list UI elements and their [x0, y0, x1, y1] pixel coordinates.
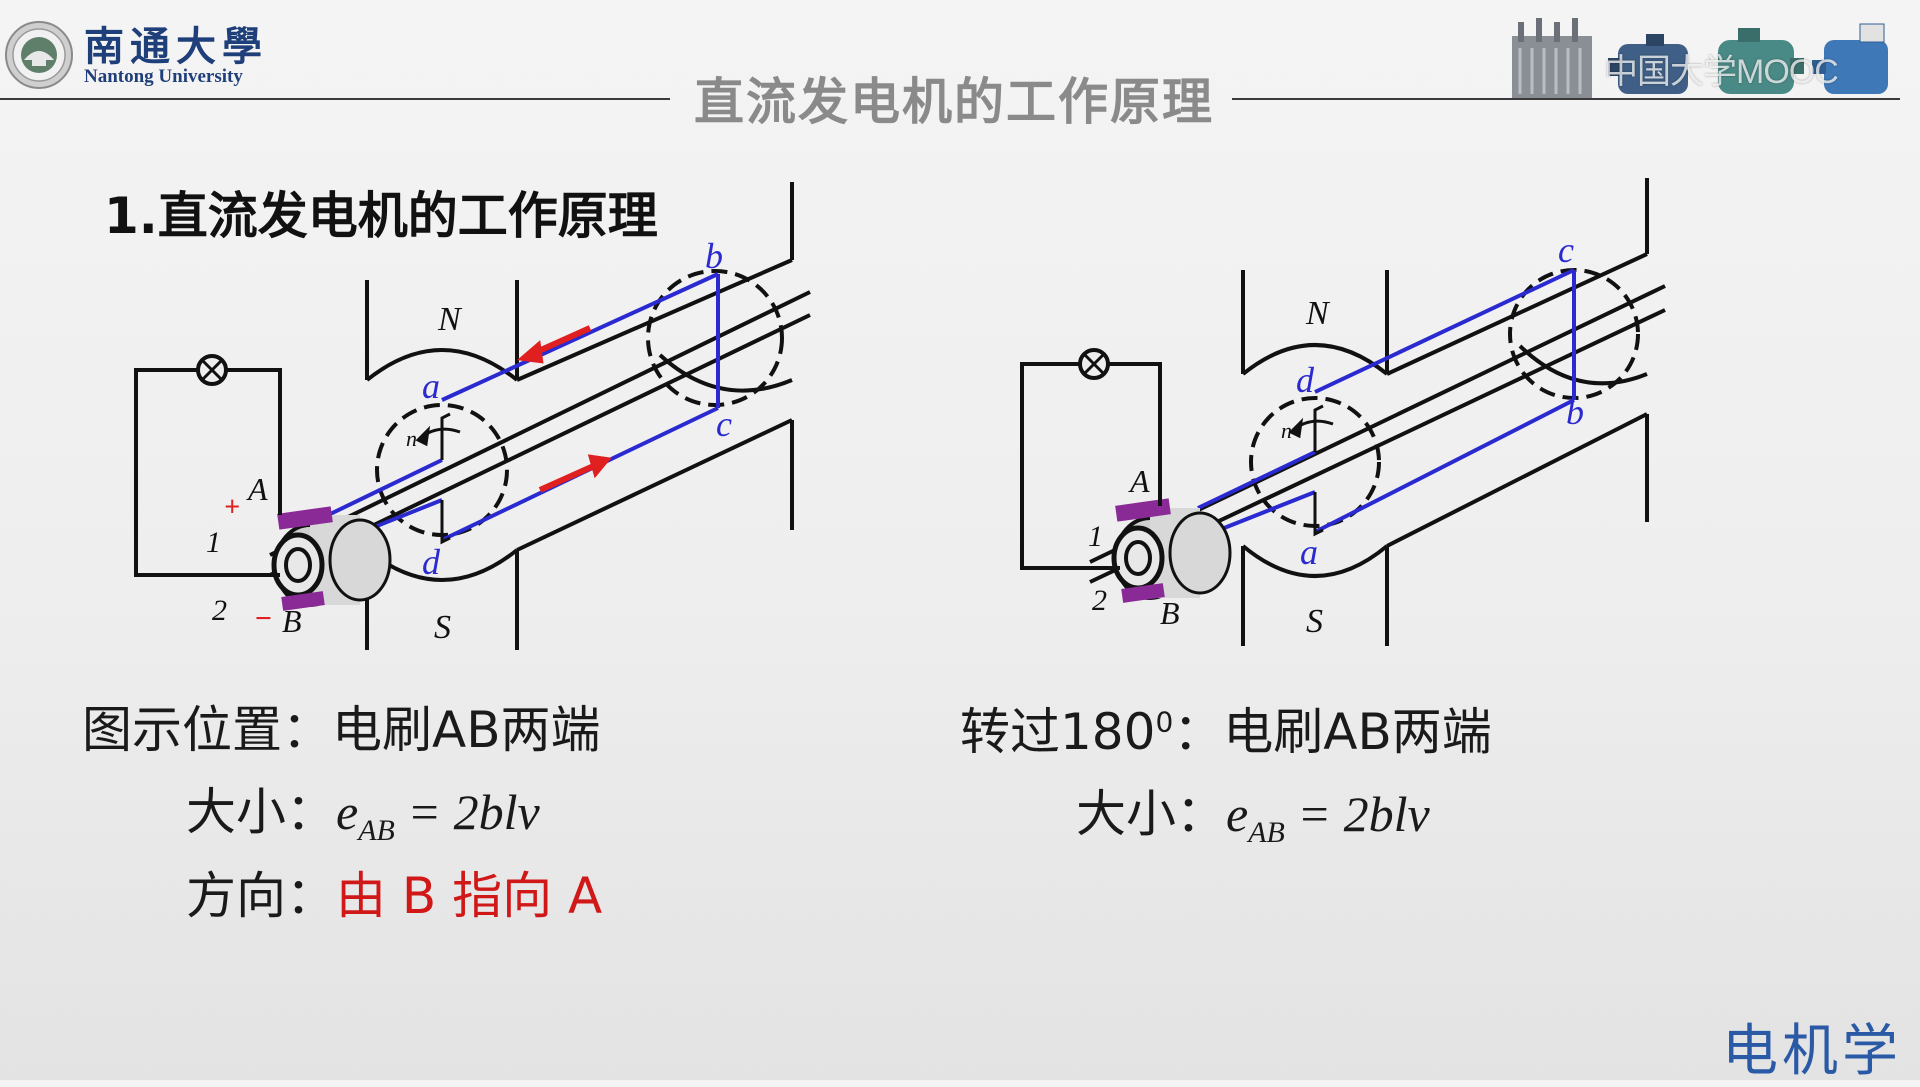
- label-S: S: [1306, 603, 1323, 640]
- lamp-cross-icon: [1078, 348, 1110, 380]
- slip-rings: [271, 515, 392, 607]
- label-2: 2: [1092, 584, 1107, 617]
- rotation-arrow: [415, 425, 461, 447]
- brush-b: [281, 591, 325, 611]
- label-n: n: [1281, 418, 1292, 443]
- label-a: a: [422, 366, 440, 406]
- far-pole-face: [658, 353, 793, 393]
- coil: [1197, 268, 1576, 534]
- mooc-watermark: 中国大学MOOC: [1604, 53, 1839, 91]
- label-A: A: [1128, 463, 1150, 499]
- label-1: 1: [206, 526, 221, 559]
- motor-image-3: [1812, 23, 1888, 94]
- rotation-value: 电刷AB两端: [1223, 703, 1492, 761]
- commutator-segments: [440, 412, 451, 545]
- north-pole-face: [365, 348, 519, 382]
- generator-diagram-initial: b N a c n A + 1 2 − B d S: [134, 182, 811, 650]
- magnitude-label: 大小: [186, 783, 286, 841]
- coil-lead-upper: [321, 458, 443, 520]
- direction-label: 方向: [186, 867, 286, 925]
- label-b: b: [705, 236, 723, 276]
- right-magnitude-line: 大小：eAB = 2blv: [1076, 774, 1430, 850]
- emf-formula: eAB = 2blv: [1226, 786, 1430, 849]
- left-direction-line: 方向：由 B 指向 A: [186, 856, 602, 928]
- far-lower-boundary: [516, 418, 793, 552]
- label-N: N: [1305, 295, 1331, 332]
- header-divider-right: [1232, 98, 1900, 100]
- colon: ：: [282, 701, 332, 759]
- label-d: d: [1296, 360, 1315, 400]
- armature-far-circle: [646, 269, 784, 407]
- external-circuit: [1020, 362, 1162, 570]
- label-b: b: [1566, 392, 1584, 432]
- university-name-cn: 南通大學: [84, 23, 268, 70]
- colon: ：: [286, 783, 336, 841]
- label-B: B: [282, 603, 302, 639]
- rotation-arrow: [1288, 417, 1334, 439]
- external-circuit: [134, 368, 282, 577]
- coil-side-ab: [441, 272, 719, 402]
- label-plus: +: [224, 492, 240, 523]
- motor-image-1: [1608, 34, 1688, 94]
- magnitude-label: 大小: [1076, 785, 1176, 843]
- section-heading: 1.直流发电机的工作原理: [104, 187, 658, 245]
- university-seal-icon: [5, 21, 73, 89]
- brush-a: [277, 506, 333, 530]
- colon: ：: [1176, 785, 1226, 843]
- label-N: N: [437, 301, 463, 338]
- label-S: S: [434, 609, 451, 646]
- label-a: a: [1300, 532, 1318, 572]
- university-name-en: Nantong University: [84, 66, 243, 87]
- generator-diagram-rotated: c N d b n A 1 2 B a S: [1020, 178, 1666, 646]
- rotation-label: 转过180: [960, 703, 1156, 761]
- position-label: 图示位置: [82, 701, 282, 759]
- right-rotation-line: 转过1800：电刷AB两端: [960, 692, 1492, 764]
- brush-a: [1115, 498, 1171, 522]
- position-value: 电刷AB两端: [332, 701, 601, 759]
- label-n: n: [406, 426, 417, 451]
- label-B: B: [1160, 595, 1180, 631]
- rotation-superscript: 0: [1155, 705, 1174, 739]
- emf-formula: eAB = 2blv: [336, 784, 540, 847]
- label-c: c: [1558, 230, 1574, 270]
- lamp-cross-icon: [196, 354, 228, 386]
- electric-machines-images: [1512, 18, 1888, 98]
- slide-title: 直流发电机的工作原理: [694, 73, 1214, 131]
- colon: ：: [1173, 703, 1224, 761]
- label-c: c: [716, 404, 732, 444]
- arrow-upper: [530, 325, 592, 357]
- transformer-image: [1512, 18, 1592, 98]
- slip-rings: [1111, 508, 1232, 600]
- label-d: d: [422, 542, 441, 582]
- label-A: A: [246, 471, 268, 507]
- direction-value: 由 B 指向 A: [336, 867, 603, 925]
- label-2: 2: [212, 594, 227, 627]
- label-1: 1: [1088, 520, 1103, 553]
- brush-b: [1121, 583, 1165, 603]
- header-divider-left: [0, 98, 670, 100]
- commutator-segments: [1313, 404, 1324, 537]
- left-magnitude-line: 大小：eAB = 2blv: [186, 772, 540, 848]
- arrow-lower: [538, 461, 600, 493]
- course-name: 电机学: [1722, 1019, 1902, 1084]
- label-minus: −: [254, 602, 272, 635]
- magnet-poles: [1241, 178, 1649, 646]
- motor-image-2: [1718, 28, 1804, 94]
- current-arrows: [516, 325, 612, 493]
- left-position-line: 图示位置：电刷AB两端: [82, 690, 601, 762]
- colon: ：: [286, 867, 336, 925]
